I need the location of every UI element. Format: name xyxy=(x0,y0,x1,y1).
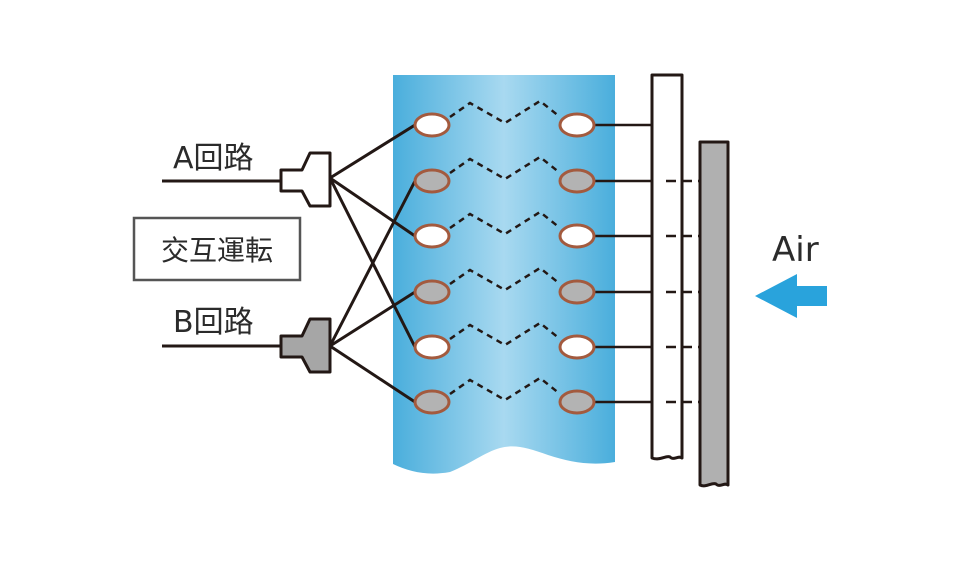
circuit-a-label: A回路 xyxy=(173,141,254,176)
circuit-b-branches xyxy=(328,180,417,404)
tube-b-right-2 xyxy=(558,279,596,305)
side-plate-front xyxy=(650,73,684,461)
circuit-a-header xyxy=(279,151,332,208)
tube-b-right-1 xyxy=(558,168,596,194)
tube-b-left-1 xyxy=(413,168,451,194)
circuit-b-header xyxy=(279,317,332,374)
tube-a-right-3 xyxy=(558,334,596,360)
tube-b-right-3 xyxy=(558,389,596,415)
mode-label: 交互運転 xyxy=(161,234,273,267)
air-arrow-icon xyxy=(755,274,827,318)
circuit-b-label: B回路 xyxy=(173,305,254,340)
tubes-right-column xyxy=(558,112,596,415)
mode-box xyxy=(132,216,302,282)
tube-b-left-3 xyxy=(413,389,451,415)
tube-lines xyxy=(595,123,652,404)
tube-a-left-2 xyxy=(413,223,451,249)
fin-zigzags xyxy=(449,99,561,402)
tube-a-left-1 xyxy=(413,112,451,138)
tube-a-right-1 xyxy=(558,112,596,138)
tubes-left-column xyxy=(413,112,451,415)
tube-a-right-2 xyxy=(558,223,596,249)
tube-b-left-2 xyxy=(413,279,451,305)
tube-plate-dashes xyxy=(666,179,700,404)
side-plate-rear xyxy=(698,140,730,488)
air-label: Air xyxy=(772,230,819,270)
tube-a-left-3 xyxy=(413,334,451,360)
coil-body xyxy=(393,75,615,474)
